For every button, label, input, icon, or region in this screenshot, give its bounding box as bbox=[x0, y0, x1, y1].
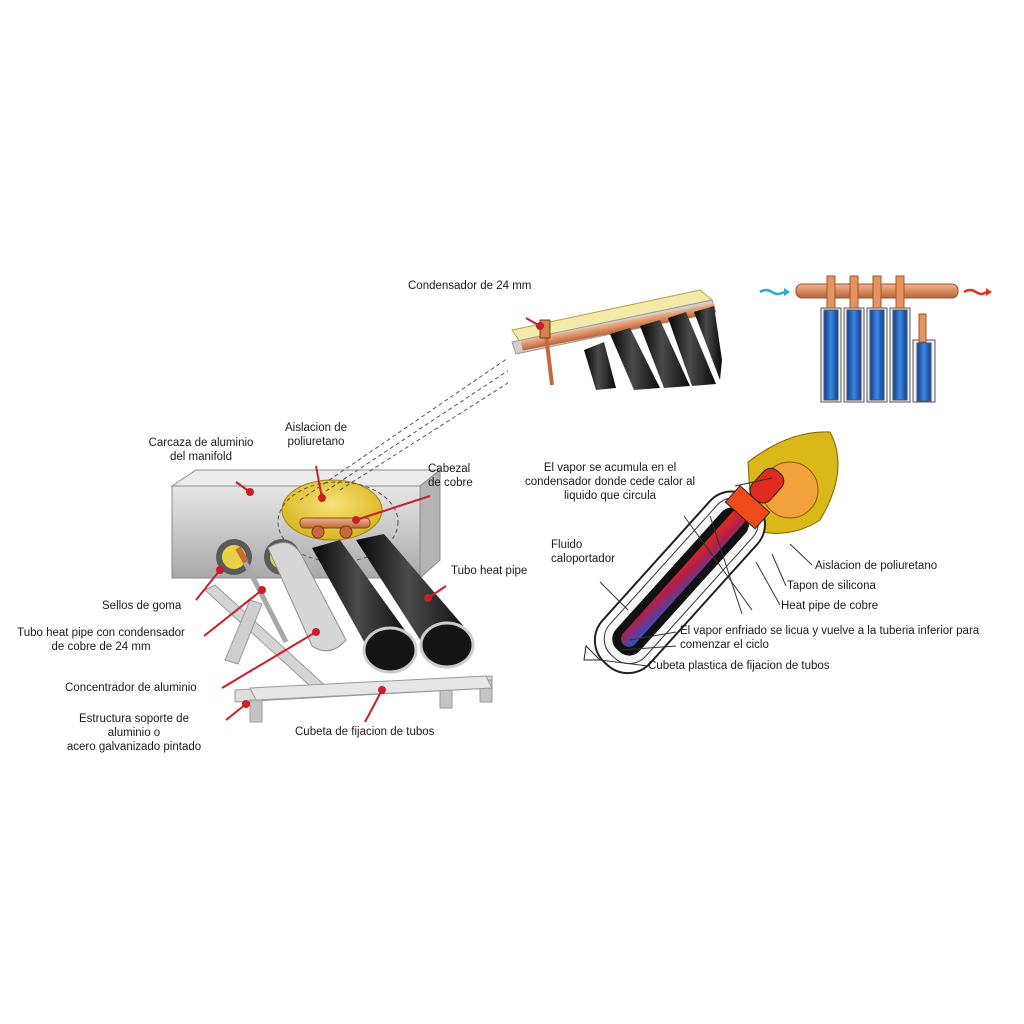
label-sellos: Sellos de goma bbox=[102, 600, 182, 612]
label-cabezal-line1: Cabezal bbox=[428, 463, 471, 475]
label-aislacion-manifold-line1: Aislacion de bbox=[284, 422, 347, 434]
insulation-block bbox=[281, 479, 383, 541]
label-fluido-line1: Fluido bbox=[551, 539, 583, 551]
label-estructura: Estructura soporte de aluminio o acero g… bbox=[56, 712, 212, 754]
evacuated-tube-2 bbox=[356, 534, 475, 669]
label-vapor-acumula-line3: liquido que circula bbox=[563, 490, 657, 502]
water-tubes bbox=[820, 307, 936, 403]
label-vapor-enfriado-line2: comenzar el ciclo bbox=[680, 639, 769, 651]
label-tapon: Tapon de silicona bbox=[787, 580, 876, 592]
label-vapor-enfriado: El vapor enfriado se licua y vuelve a la… bbox=[680, 624, 979, 652]
label-carcaza-line1: Carcaza de aluminio bbox=[148, 437, 254, 449]
tube-tip bbox=[583, 644, 602, 661]
label-carcaza: Carcaza de aluminio del manifold bbox=[136, 436, 266, 464]
label-tubo-condensador-line1: Tubo heat pipe con condensador bbox=[17, 627, 185, 639]
aluminum-concentrator bbox=[267, 542, 347, 652]
heat-pipe-section bbox=[583, 431, 839, 675]
heat-pipe-rod bbox=[235, 546, 289, 644]
label-vapor-acumula-line2: condensador donde cede calor al bbox=[524, 476, 696, 488]
closeup-tubes bbox=[584, 306, 722, 390]
label-cabezal-line2: de cobre bbox=[428, 477, 473, 489]
label-tubo-condensador: Tubo heat pipe con condensador de cobre … bbox=[6, 626, 196, 654]
header-stubs bbox=[826, 275, 927, 343]
copper-heat-pipe bbox=[621, 508, 747, 647]
label-tubo-heat-pipe: Tubo heat pipe bbox=[451, 565, 528, 577]
label-vapor-acumula-line1: El vapor se acumula en el bbox=[543, 462, 677, 474]
label-cubeta-tubos: Cubeta de fijacion de tubos bbox=[295, 726, 435, 738]
label-concentrador: Concentrador de aluminio bbox=[65, 682, 197, 694]
label-condensador: Condensador de 24 mm bbox=[408, 280, 532, 292]
leader-lines bbox=[195, 317, 544, 723]
evacuated-tube-1 bbox=[312, 540, 418, 674]
manifold-schematic bbox=[759, 275, 992, 403]
label-aislacion-manifold-line2: poliuretano bbox=[287, 436, 345, 448]
label-fluido-line2: caloportador bbox=[551, 553, 615, 565]
label-cabezal: Cabezal de cobre bbox=[428, 462, 473, 490]
label-carcaza-line2: del manifold bbox=[169, 451, 232, 463]
zoom-dashed-lines bbox=[299, 357, 523, 501]
label-aislacion-manifold: Aislacion de poliuretano bbox=[266, 421, 366, 449]
detail-pointer-lines bbox=[599, 477, 813, 667]
manifold-assembly bbox=[170, 468, 493, 723]
label-fluido: Fluido caloportador bbox=[551, 538, 615, 566]
flow-in-arrow bbox=[759, 288, 785, 296]
label-vapor-acumula: El vapor se acumula en el condensador do… bbox=[520, 461, 700, 503]
label-cubeta-plastica: Cubeta plastica de fijacion de tubos bbox=[648, 660, 830, 672]
label-tubo-condensador-line2: de cobre de 24 mm bbox=[51, 641, 151, 653]
tube-holder-tray bbox=[249, 675, 493, 701]
label-vapor-enfriado-line1: El vapor enfriado se licua y vuelve a la… bbox=[680, 625, 980, 637]
label-estructura-line3: acero galvanizado pintado bbox=[66, 741, 202, 753]
label-aislacion-detalle: Aislacion de poliuretano bbox=[815, 560, 938, 572]
flow-out-arrow bbox=[963, 288, 987, 296]
label-estructura-line2: aluminio o bbox=[107, 727, 161, 739]
condenser-copper-line bbox=[520, 303, 716, 351]
label-estructura-line1: Estructura soporte de bbox=[79, 713, 189, 725]
label-heat-pipe-cobre: Heat pipe de cobre bbox=[781, 600, 879, 612]
condenser-closeup bbox=[508, 280, 722, 390]
